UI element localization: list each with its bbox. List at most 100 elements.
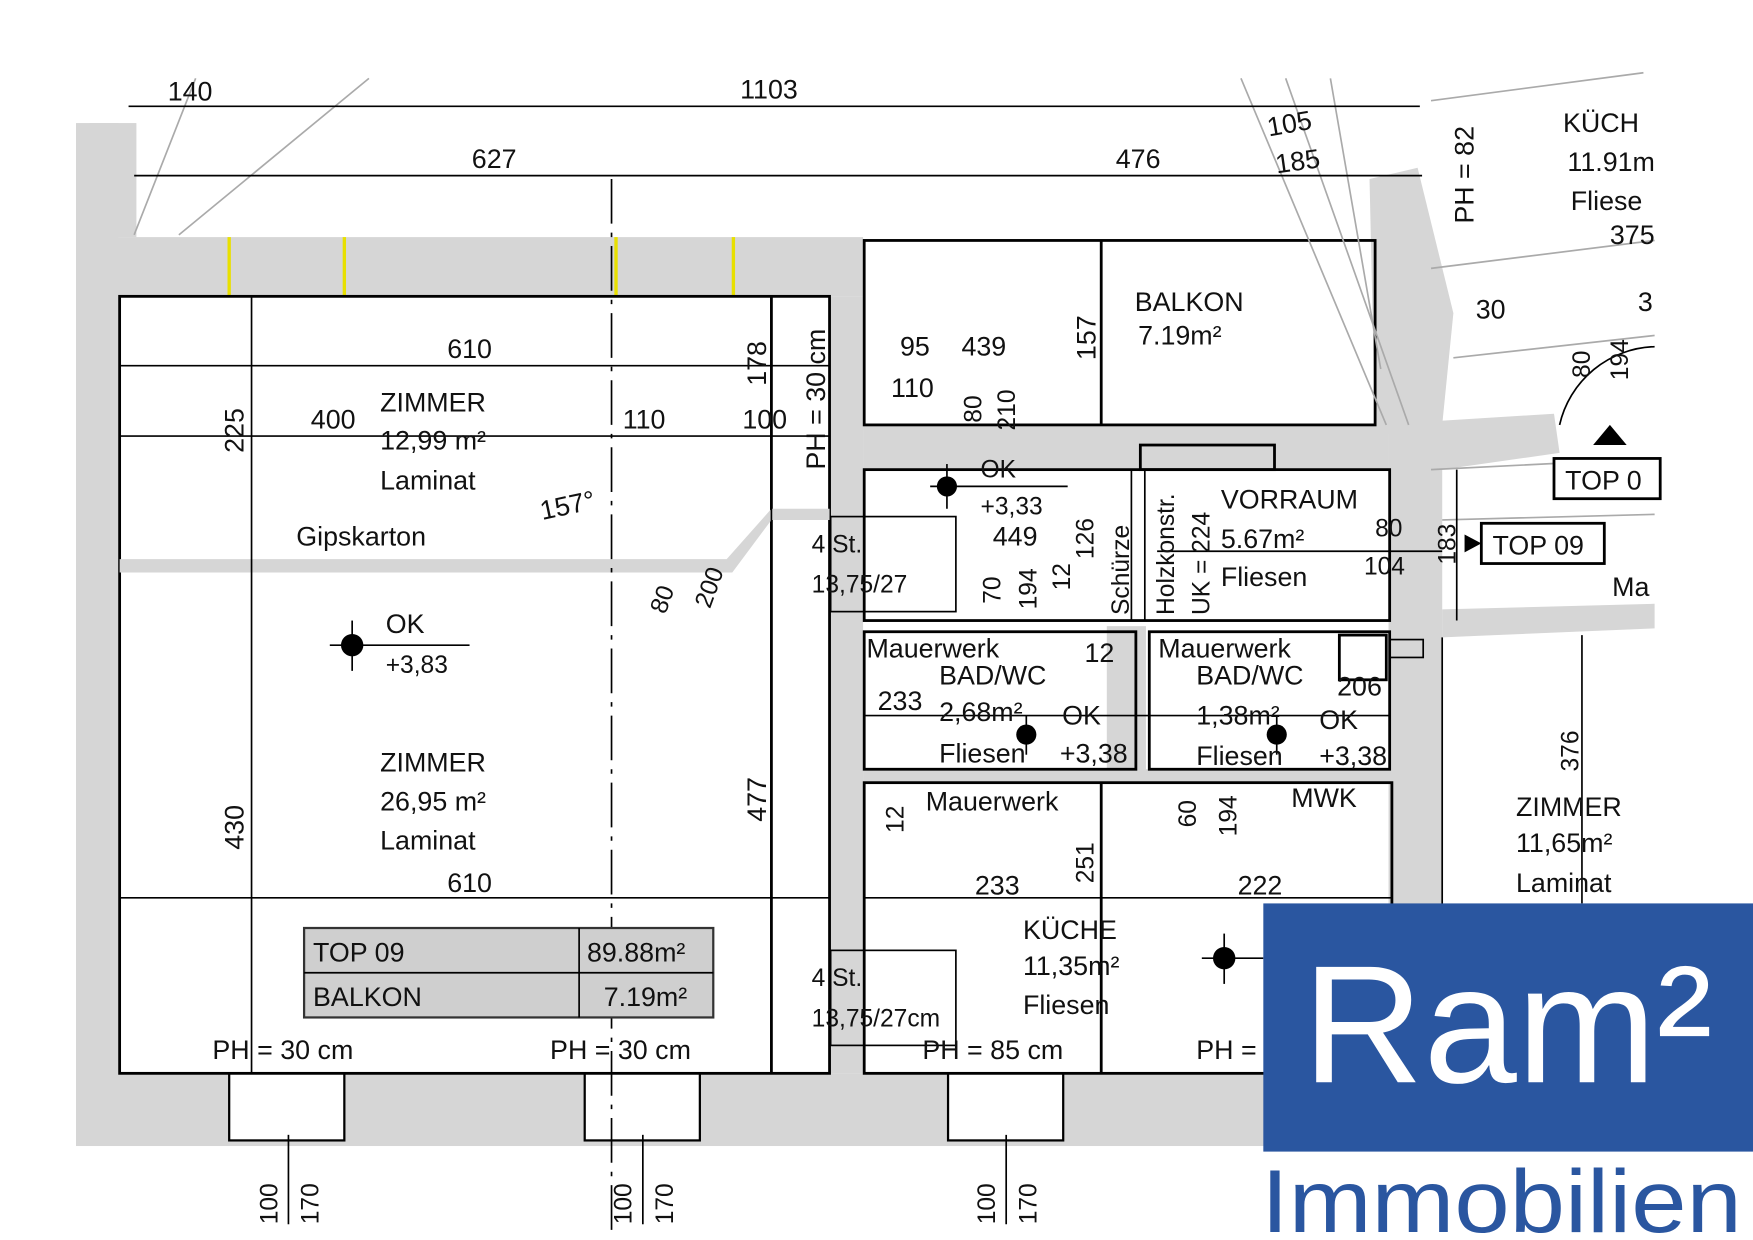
level-markers xyxy=(329,464,1287,984)
dim-label: 400 xyxy=(311,404,356,434)
note-label: Holzkonstr. xyxy=(1153,493,1180,615)
level-value: +3,83 xyxy=(386,652,448,679)
ph-label: PH = 30 cm xyxy=(212,1035,353,1065)
window-dim: 100 xyxy=(611,1183,638,1224)
dim-label: 12 xyxy=(1049,563,1076,590)
labels: 140 1103 627 476 105 185 PH = 82 610 ZIM… xyxy=(168,74,1662,1224)
dim-label: 157 xyxy=(1072,315,1102,360)
dim-label: 183 xyxy=(1435,524,1462,565)
wall-label: MWK xyxy=(1291,783,1357,813)
level-label: OK xyxy=(386,609,425,639)
room-floor: Laminat xyxy=(1516,868,1612,898)
dim-label: 194 xyxy=(1607,339,1634,380)
dim-label: 251 xyxy=(1072,842,1099,883)
dim-140: 140 xyxy=(168,77,213,107)
level-marker-icon xyxy=(1201,933,1264,984)
table-cell: BALKON xyxy=(313,982,422,1012)
dim-label: 126 xyxy=(1072,518,1099,559)
dim-label: 610 xyxy=(447,868,492,898)
table-cell: 89.88m² xyxy=(587,938,685,968)
dim-label: 80 xyxy=(1569,351,1596,378)
ph-label: PH = xyxy=(1196,1035,1256,1065)
room-floor: Laminat xyxy=(380,466,476,496)
dim-label: 233 xyxy=(975,870,1020,900)
room-name: BALKON xyxy=(1135,287,1244,317)
table-cell: TOP 09 xyxy=(313,938,404,968)
dim-627: 627 xyxy=(472,144,517,174)
summary-table: TOP 09 89.88m² BALKON 7.19m² xyxy=(302,926,715,1019)
dim-label: 80 xyxy=(645,582,680,617)
dim-label: 225 xyxy=(220,408,250,453)
dim-label: 80 xyxy=(1375,516,1402,543)
dim-label: 12 xyxy=(1084,638,1114,668)
stairs-count: 4 St. xyxy=(812,965,863,992)
dim-label: 233 xyxy=(878,686,923,716)
dim-label: 30 xyxy=(1476,295,1506,325)
dim-label: 100 xyxy=(742,404,787,434)
room-name: ZIMMER xyxy=(1516,792,1622,822)
dim-label: 194 xyxy=(1015,568,1042,609)
dim-label: 178 xyxy=(742,341,772,386)
room-area: 7.19m² xyxy=(1138,320,1222,350)
room-name: VORRAUM xyxy=(1221,485,1358,515)
logo-main-text: Ram² xyxy=(1302,930,1712,1118)
window-dim: 100 xyxy=(256,1183,283,1224)
dim-label: 376 xyxy=(1558,730,1585,771)
level-marker-icon xyxy=(329,620,470,671)
room-name: BAD/WC xyxy=(1196,660,1303,690)
dim-label: 210 xyxy=(994,389,1021,430)
room-floor: Fliesen xyxy=(1196,741,1282,771)
level-value: +3,38 xyxy=(1060,739,1128,769)
level-label: OK xyxy=(1062,701,1101,731)
level-label: OK xyxy=(1319,705,1358,735)
room-name: ZIMMER xyxy=(380,387,486,417)
neighbour-label: Ma xyxy=(1612,572,1649,602)
dim-label: 104 xyxy=(1364,554,1405,581)
room-area: 12,99 m² xyxy=(380,426,486,456)
ph-label: PH = 85 cm xyxy=(922,1035,1063,1065)
room-floor: Fliesen xyxy=(939,739,1025,769)
dim-label: 439 xyxy=(961,332,1006,362)
dim-label: 70 xyxy=(980,576,1007,603)
neighbour-label: 11.91m xyxy=(1567,147,1655,177)
dim-label: 60 xyxy=(1175,800,1202,827)
windows xyxy=(227,237,1065,1142)
stairs-ratio: 13,75/27 xyxy=(812,572,908,599)
dim-label: 206 xyxy=(1337,671,1382,701)
level-value: +3,38 xyxy=(1319,741,1387,771)
room-area: 2,68m² xyxy=(939,697,1023,727)
room-area: 1,38m² xyxy=(1196,701,1280,731)
level-marker-icon xyxy=(930,464,1068,509)
level-value: +3,33 xyxy=(980,493,1042,520)
dim-476: 476 xyxy=(1116,144,1161,174)
wall-label: Mauerwerk xyxy=(926,787,1059,817)
level-marker-icon xyxy=(1266,715,1287,755)
room-area: 5.67m² xyxy=(1221,524,1305,554)
window-dim: 170 xyxy=(298,1183,325,1224)
ph-label: PH = 82 xyxy=(1450,126,1480,224)
dimension-lines xyxy=(119,105,1583,1225)
dim-label: 95 xyxy=(900,332,930,362)
company-logo: Ram² Immobilien xyxy=(1261,903,1753,1240)
logo-sub-text: Immobilien xyxy=(1261,1151,1742,1240)
stairs-count: 4 St. xyxy=(812,531,863,558)
room-area: 11,65m² xyxy=(1516,828,1612,858)
wall-label: Mauerwerk xyxy=(866,633,999,663)
window-dim: 100 xyxy=(974,1183,1001,1224)
neighbour-label: Fliese xyxy=(1571,186,1643,216)
dim-label: 12 xyxy=(882,806,909,833)
dim-label: 3 xyxy=(1638,287,1653,317)
wall-label: Gipskarton xyxy=(296,522,426,552)
neighbour-label: 375 xyxy=(1610,220,1655,250)
dim-label: 222 xyxy=(1238,870,1283,900)
room-area: 11,35m² xyxy=(1023,951,1119,981)
room-name: KÜCHE xyxy=(1023,915,1117,945)
window-dim: 170 xyxy=(1015,1183,1042,1224)
wall-label: Mauerwerk xyxy=(1158,633,1291,663)
unit-tag: TOP 09 xyxy=(1493,531,1584,561)
angle-label: 157° xyxy=(537,485,598,526)
room-floor: Laminat xyxy=(380,826,476,856)
dim-label: 194 xyxy=(1215,795,1242,836)
dim-label: 110 xyxy=(623,404,666,434)
